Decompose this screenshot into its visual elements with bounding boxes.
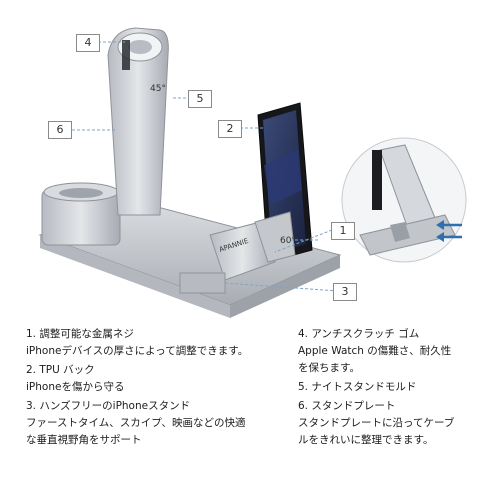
inset-detail xyxy=(341,137,467,263)
callout-2: 2 xyxy=(218,120,242,138)
callout-3: 3 xyxy=(333,283,357,301)
feature-desc: を保ちます。 xyxy=(298,362,360,374)
feature-title: 3. ハンズフリーのiPhoneスタンド xyxy=(26,400,191,412)
charging-stand-illustration: APANNIE xyxy=(38,27,467,318)
phone-holder: APANNIE xyxy=(179,211,296,294)
feature-title: 5. ナイトスタンドモルド xyxy=(298,381,417,393)
feature-item: 5. ナイトスタンドモルド xyxy=(298,379,498,396)
feature-desc: Apple Watch の傷難さ、耐久性 xyxy=(298,345,452,357)
angle-label-45: 45° xyxy=(150,84,166,94)
airpods-dock xyxy=(41,182,121,246)
feature-title: 6. スタンドプレート xyxy=(298,400,396,412)
feature-item: 6. スタンドプレート スタンドプレートに沿ってケーブ ルをきれいに整理できます… xyxy=(298,398,498,449)
feature-title: 1. 調整可能な金属ネジ xyxy=(26,328,134,340)
feature-desc: iPhoneを傷から守る xyxy=(26,381,125,393)
feature-item: 2. TPU バック iPhoneを傷から守る xyxy=(26,362,276,396)
feature-desc: な垂直視野角をサポート xyxy=(26,434,142,446)
feature-title: 4. アンチスクラッチ ゴム xyxy=(298,328,420,340)
feature-title: 2. TPU バック xyxy=(26,364,95,376)
feature-desc: iPhoneデバイスの厚さによって調整できます。 xyxy=(26,345,249,357)
feature-list-left: 1. 調整可能な金属ネジ iPhoneデバイスの厚さによって調整できます。 2.… xyxy=(26,326,276,451)
feature-list-right: 4. アンチスクラッチ ゴム Apple Watch の傷難さ、耐久性 を保ちま… xyxy=(298,326,498,451)
feature-item: 4. アンチスクラッチ ゴム Apple Watch の傷難さ、耐久性 を保ちま… xyxy=(298,326,498,377)
feature-desc: ルをきれいに整理できます。 xyxy=(298,434,434,446)
feature-notes: 1. 調整可能な金属ネジ iPhoneデバイスの厚さによって調整できます。 2.… xyxy=(0,326,500,500)
callout-6: 6 xyxy=(48,121,72,139)
feature-item: 1. 調整可能な金属ネジ iPhoneデバイスの厚さによって調整できます。 xyxy=(26,326,276,360)
angle-label-60: 60° xyxy=(280,236,296,246)
feature-item: 3. ハンズフリーのiPhoneスタンド ファーストタイム、スカイプ、映画などの… xyxy=(26,398,276,449)
callout-5: 5 xyxy=(188,90,212,108)
product-illustration: APANNIE 4 5 6 2 1 3 45 xyxy=(38,27,467,318)
callout-1: 1 xyxy=(331,222,355,240)
callout-lines xyxy=(72,41,339,292)
feature-desc: ファーストタイム、スカイプ、映画などの快適 xyxy=(26,417,246,429)
feature-desc: スタンドプレートに沿ってケーブ xyxy=(298,417,455,429)
callout-4: 4 xyxy=(76,34,100,52)
watch-pillar xyxy=(107,27,169,216)
